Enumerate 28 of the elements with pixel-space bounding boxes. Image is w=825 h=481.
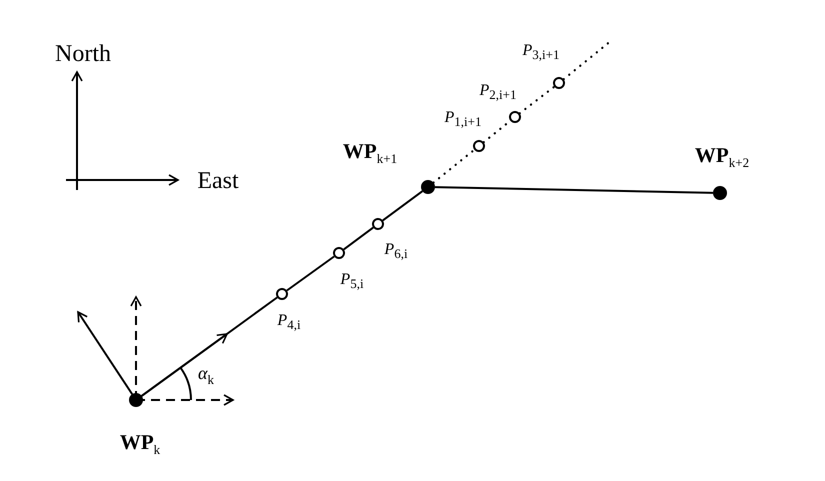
waypoint-label: WP$_{k+1}$ [342, 140, 398, 166]
waypoint-dot [421, 180, 435, 194]
waypoint-dot [129, 393, 143, 407]
path-point-marker [553, 77, 565, 89]
path-point-marker [372, 218, 384, 230]
path-segment [286, 256, 335, 292]
path-segment [141, 296, 278, 397]
path-point-marker [509, 111, 521, 123]
path-point-marker [333, 247, 345, 259]
path-segment [343, 226, 374, 250]
direction-label: East [197, 169, 239, 193]
direction-label: North [55, 42, 111, 66]
point-label: P$_{5,i}$ [340, 272, 364, 290]
point-label: P$_{4,i}$ [277, 312, 301, 332]
angle-label: α$_{k}$ [198, 364, 214, 386]
point-label: P$_{2,i+1}$ [480, 82, 516, 102]
point-label: P$_{3,i+1}$ [522, 42, 560, 62]
path-point-marker [276, 288, 288, 300]
path-segment [382, 190, 423, 222]
path-segment [432, 148, 476, 184]
waypoint-label: WP$_{k}$ [120, 432, 160, 456]
waypoint-dot [713, 186, 727, 200]
path-segment [434, 186, 714, 194]
point-label: P$_{1,i+1}$ [444, 110, 482, 128]
path-point-marker [473, 140, 485, 152]
path-segment [518, 86, 556, 114]
waypoint-label: WP$_{k+2}$ [694, 144, 750, 170]
point-label: P$_{6,i}$ [384, 242, 408, 260]
